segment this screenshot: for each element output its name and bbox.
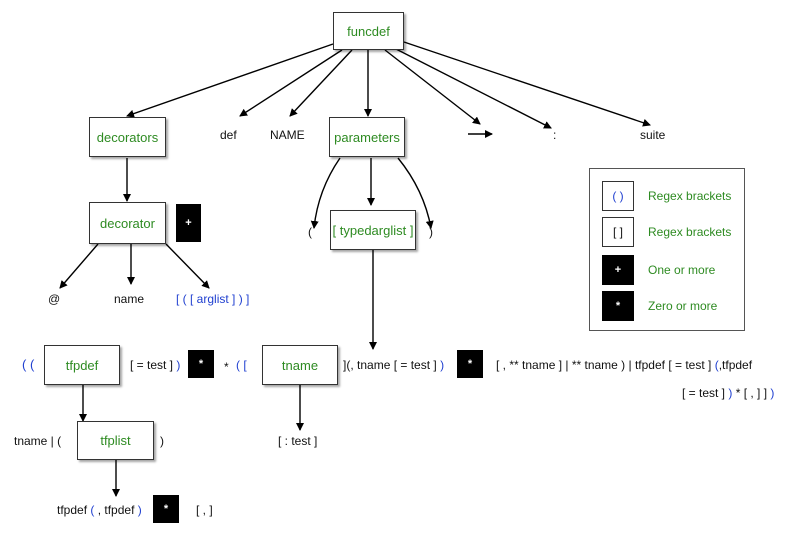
node-tfpdef: tfpdef [44, 345, 120, 385]
tname-mid-bracket: ]( [343, 358, 351, 372]
arglist-inner: [ arglist ] [190, 292, 236, 306]
badge-zero-or-more-tfpdef: * [188, 350, 214, 378]
terminal-paren-close: ) [429, 225, 433, 239]
badge-star-label: * [163, 503, 169, 515]
arglist-open: [ ( [176, 292, 187, 306]
edge-funcdef-colon [393, 47, 552, 129]
terminal-suite: suite [640, 128, 666, 142]
line2-close: ) [728, 386, 733, 400]
tname-mid: ](, tname [ = test ] ) [343, 358, 444, 372]
tname-open: ( [ [236, 358, 247, 372]
legend-label: Regex brackets [648, 189, 732, 203]
long-open: ( [714, 358, 719, 372]
node-decorators-label: decorators [96, 129, 159, 145]
badge-zero-or-more-tname: * [457, 350, 483, 378]
terminal-at: @ [48, 292, 61, 306]
legend: ( ) Regex brackets [ ] Regex brackets + … [589, 168, 745, 331]
edge-funcdef-def [239, 49, 343, 117]
badge-star-label: * [198, 358, 204, 370]
node-typedarglist: [ typedarglist ] [330, 210, 416, 250]
node-decorator-label: decorator [100, 215, 155, 231]
edge-funcdef-name [289, 49, 353, 117]
badge-zero-or-more-tfplist: * [153, 495, 179, 523]
legend-symbol-bracket: [ ] [602, 217, 634, 247]
node-decorator: decorator [89, 202, 166, 244]
terminal-arglist: [ ( [ arglist ] ) ] [176, 292, 249, 306]
bottom-mid: , tfpdef [97, 503, 135, 517]
node-tfplist: tfplist [77, 421, 154, 460]
bottom-row: tfpdef ( , tfpdef ) [57, 503, 142, 517]
terminal-colon: : [553, 128, 557, 142]
node-tname-label: tname [281, 357, 319, 373]
node-tname: tname [262, 345, 338, 385]
edge-funcdef-suite [403, 41, 651, 127]
terminal-tname-test: [ : test ] [278, 434, 318, 448]
legend-symbol-text: * [615, 300, 621, 312]
long-tail: ,tfpdef [718, 358, 753, 372]
terminal-name-upper: NAME [270, 128, 305, 142]
edge-funcdef-arrow [384, 49, 481, 125]
legend-symbol-text: + [614, 264, 622, 276]
tfpdef-open: ( ( [22, 357, 35, 372]
legend-symbol-star: * [602, 291, 634, 321]
edge-decorator-at [59, 243, 99, 289]
badge-one-or-more-decorator: + [176, 204, 201, 242]
bottom-tfpdef: tfpdef [57, 503, 88, 517]
legend-symbol-text: [ ] [612, 225, 623, 239]
star-separator: * [224, 360, 229, 374]
long-text: [ , ** tname ] | ** tname ) | tfpdef [ =… [496, 358, 712, 372]
node-tfplist-label: tfplist [100, 433, 131, 448]
node-typedarglist-label: [ typedarglist ] [332, 222, 414, 238]
line2-star: * [ , ] ] [735, 386, 768, 400]
terminal-paren-open: ( [308, 225, 312, 239]
long-alternative-line2: [ = test ] ) * [ , ] ] ) [682, 386, 774, 400]
arglist-close: ) ] [238, 292, 250, 306]
node-parameters-label: parameters [334, 129, 400, 145]
node-tfpdef-label: tfpdef [65, 357, 99, 373]
tfpdef-default: [ = test ] ) [130, 358, 180, 372]
legend-symbol-text: ( ) [612, 189, 624, 203]
edge-parameters-open [310, 157, 341, 229]
edge-parameters-close [397, 157, 434, 229]
tname-mid-close: ) [440, 358, 445, 372]
terminal-def: def [220, 128, 237, 142]
legend-symbol-paren: ( ) [602, 181, 634, 211]
legend-symbol-plus: + [602, 255, 634, 285]
edge-funcdef-decorators [126, 43, 334, 118]
node-funcdef: funcdef [333, 12, 404, 50]
node-funcdef-label: funcdef [347, 23, 390, 39]
legend-label: Regex brackets [648, 225, 732, 239]
node-decorators: decorators [89, 117, 166, 157]
tfplist-prefix: tname | ( [14, 434, 62, 448]
badge-plus-label: + [185, 217, 192, 229]
bottom-paren: ( [90, 503, 95, 517]
terminal-name-lower: name [114, 292, 145, 306]
legend-label: One or more [648, 263, 716, 277]
bottom-close: ) [137, 503, 142, 517]
tfpdef-default-close: ) [176, 358, 181, 372]
long-alternative: [ , ** tname ] | ** tname ) | tfpdef [ =… [496, 358, 752, 372]
line2-text: [ = test ] [682, 386, 726, 400]
node-parameters: parameters [329, 117, 405, 157]
tfplist-close: ) [160, 434, 164, 448]
legend-label: Zero or more [648, 299, 718, 313]
tname-mid-text: , tname [ = test ] [350, 358, 437, 372]
bottom-comma: [ , ] [196, 503, 213, 517]
edge-decorator-arglist [165, 243, 210, 289]
tfpdef-default-text: [ = test ] [130, 358, 174, 372]
badge-star-label: * [467, 358, 473, 370]
line2-end: ) [770, 386, 775, 400]
